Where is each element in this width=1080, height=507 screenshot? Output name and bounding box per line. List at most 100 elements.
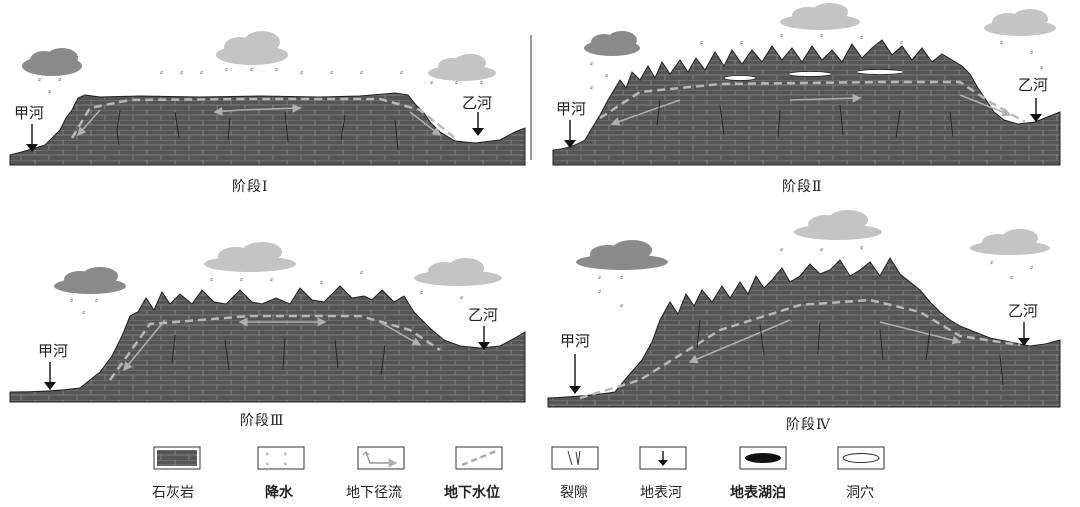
legend-label-surface-lake: 地表湖泊 bbox=[730, 482, 786, 502]
stage-label-2: 阶段Ⅱ bbox=[782, 176, 823, 196]
cloud-icon bbox=[428, 54, 496, 81]
svg-text:⸗: ⸗ bbox=[38, 75, 41, 85]
river-label-left: 甲河 bbox=[560, 332, 590, 350]
svg-text:⸗: ⸗ bbox=[620, 301, 623, 311]
cloud-icon bbox=[414, 258, 502, 286]
stage-label-1: 阶段Ⅰ bbox=[232, 176, 269, 196]
svg-text:⸗: ⸗ bbox=[700, 38, 703, 48]
svg-text:⸗: ⸗ bbox=[1040, 63, 1043, 73]
svg-text:⸗: ⸗ bbox=[860, 243, 863, 253]
stage-3-panel: ⸗ ⸗ ⸗ ⸗ ⸗ ⸗ ⸗ ⸗ ⸗ ⸗ 甲河 乙河 bbox=[10, 242, 525, 402]
limestone-terrain bbox=[10, 93, 525, 165]
svg-text:⸗: ⸗ bbox=[360, 68, 363, 78]
svg-text:⸗: ⸗ bbox=[240, 275, 243, 285]
svg-text:⸗: ⸗ bbox=[250, 65, 253, 75]
cloud-icon bbox=[970, 229, 1050, 255]
svg-text:⸗: ⸗ bbox=[330, 68, 333, 78]
svg-text:⸗: ⸗ bbox=[598, 287, 601, 297]
svg-text:⸗: ⸗ bbox=[455, 78, 458, 88]
svg-text:⸗: ⸗ bbox=[430, 78, 433, 88]
svg-text:⸗: ⸗ bbox=[284, 449, 287, 458]
river-label-right: 乙河 bbox=[462, 94, 492, 112]
cloud-icon bbox=[780, 3, 860, 30]
river-label-left: 甲河 bbox=[38, 342, 68, 360]
svg-text:⸗: ⸗ bbox=[1030, 48, 1033, 58]
svg-text:⸗: ⸗ bbox=[1030, 263, 1033, 273]
cave-icon bbox=[856, 70, 904, 75]
svg-text:⸗: ⸗ bbox=[780, 31, 783, 41]
river-marker-icon bbox=[472, 128, 484, 136]
svg-text:⸗: ⸗ bbox=[820, 245, 823, 255]
legend-label-surface-river: 地表河 bbox=[640, 482, 682, 502]
cloud-icon bbox=[204, 242, 296, 272]
svg-text:⸗: ⸗ bbox=[740, 38, 743, 48]
svg-text:⸗: ⸗ bbox=[82, 308, 85, 318]
svg-text:⸗: ⸗ bbox=[266, 459, 269, 468]
rain-marks: ⸗ ⸗ ⸗ ⸗ ⸗ ⸗ ⸗ ⸗ ⸗ ⸗ ⸗ ⸗ ⸗ ⸗ ⸗ ⸗ bbox=[38, 65, 483, 97]
svg-text:⸗: ⸗ bbox=[225, 65, 228, 75]
svg-text:⸗: ⸗ bbox=[95, 296, 98, 306]
river-label-right: 乙河 bbox=[1018, 76, 1048, 94]
svg-text:⸗: ⸗ bbox=[360, 268, 363, 278]
cloud-icon bbox=[584, 31, 640, 56]
svg-text:⸗: ⸗ bbox=[780, 245, 783, 255]
svg-text:⸗: ⸗ bbox=[275, 65, 278, 75]
svg-text:⸗: ⸗ bbox=[1000, 38, 1003, 48]
legend-groundwater-flow-icon bbox=[358, 447, 404, 469]
svg-text:⸗: ⸗ bbox=[284, 459, 287, 468]
limestone-terrain bbox=[553, 40, 1060, 165]
svg-text:⸗: ⸗ bbox=[58, 75, 61, 85]
svg-text:⸗: ⸗ bbox=[590, 59, 593, 69]
svg-text:⸗: ⸗ bbox=[620, 273, 623, 283]
cloud-icon bbox=[576, 240, 668, 270]
svg-text:⸗: ⸗ bbox=[420, 288, 423, 298]
cave-icon bbox=[724, 76, 756, 81]
legend-icons: ⸗⸗⸗⸗ bbox=[154, 447, 884, 469]
svg-text:⸗: ⸗ bbox=[300, 68, 303, 78]
stage-label-4: 阶段Ⅳ bbox=[786, 414, 831, 434]
river-label-left: 甲河 bbox=[14, 104, 44, 122]
river-label-right: 乙河 bbox=[1008, 302, 1038, 320]
svg-text:⸗: ⸗ bbox=[860, 33, 863, 43]
river-marker-icon bbox=[569, 386, 581, 394]
svg-text:⸗: ⸗ bbox=[400, 68, 403, 78]
svg-text:⸗: ⸗ bbox=[320, 278, 323, 288]
svg-text:⸗: ⸗ bbox=[1010, 273, 1013, 283]
svg-text:⸗: ⸗ bbox=[820, 31, 823, 41]
legend-fissure-icon bbox=[552, 447, 598, 469]
cloud-icon bbox=[794, 210, 882, 240]
cave-icon bbox=[788, 72, 832, 77]
svg-text:⸗: ⸗ bbox=[590, 83, 593, 93]
limestone-terrain bbox=[10, 286, 525, 402]
stage-2-panel: ⸗⸗⸗ ⸗⸗⸗ ⸗⸗⸗ ⸗⸗⸗ 甲河 乙河 bbox=[553, 3, 1060, 165]
svg-text:⸗: ⸗ bbox=[598, 273, 601, 283]
cloud-icon bbox=[54, 267, 126, 294]
stage-label-3: 阶段Ⅲ bbox=[240, 410, 285, 430]
cloud-icon bbox=[22, 48, 82, 76]
svg-text:⸗: ⸗ bbox=[480, 78, 483, 88]
svg-text:⸗: ⸗ bbox=[460, 293, 463, 303]
legend-label-groundwater-flow: 地下径流 bbox=[346, 482, 402, 502]
svg-text:⸗: ⸗ bbox=[70, 296, 73, 306]
legend-precipitation-icon bbox=[258, 447, 304, 469]
cloud-icon bbox=[216, 31, 288, 65]
svg-text:⸗: ⸗ bbox=[180, 68, 183, 78]
legend-label-precipitation: 降水 bbox=[265, 482, 293, 502]
svg-text:⸗: ⸗ bbox=[990, 258, 993, 268]
svg-text:⸗: ⸗ bbox=[210, 275, 213, 285]
svg-text:⸗: ⸗ bbox=[200, 68, 203, 78]
svg-text:⸗: ⸗ bbox=[605, 71, 608, 81]
svg-text:⸗: ⸗ bbox=[270, 275, 273, 285]
river-marker-icon bbox=[44, 382, 56, 390]
svg-text:⸗: ⸗ bbox=[160, 68, 163, 78]
legend-label-cave: 洞穴 bbox=[846, 482, 874, 502]
svg-text:⸗: ⸗ bbox=[266, 449, 269, 458]
legend-label-water-table: 地下水位 bbox=[444, 482, 500, 502]
cloud-icon bbox=[984, 9, 1056, 36]
river-label-left: 甲河 bbox=[556, 100, 586, 118]
river-label-right: 乙河 bbox=[468, 306, 498, 324]
svg-text:⸗: ⸗ bbox=[48, 87, 51, 97]
stage-1-panel: ⸗ ⸗ ⸗ ⸗ ⸗ ⸗ ⸗ ⸗ ⸗ ⸗ ⸗ ⸗ ⸗ ⸗ ⸗ ⸗ 甲河 乙河 bbox=[10, 31, 525, 165]
legend-label-limestone: 石灰岩 bbox=[152, 482, 194, 502]
stage-4-panel: ⸗ ⸗ ⸗ ⸗ ⸗ ⸗ ⸗ ⸗ ⸗ ⸗ 甲河 乙河 bbox=[548, 210, 1060, 407]
